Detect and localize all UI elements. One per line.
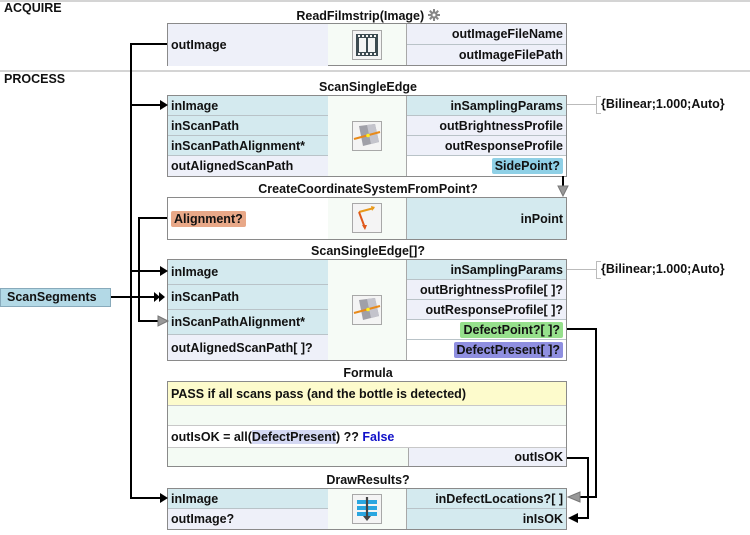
port-inSamplingParams[interactable]: inSamplingParams xyxy=(407,96,566,116)
defectpresent-tag: DefectPresent[ ]? xyxy=(453,342,563,358)
param-connector-2 xyxy=(567,269,596,270)
port-inDefectLocations[interactable]: inDefectLocations?[ ] xyxy=(407,489,566,509)
alignment-tag: Alignment? xyxy=(171,210,246,227)
param-connector xyxy=(567,104,596,105)
wire-alignment xyxy=(138,217,167,322)
formula-expression[interactable]: outIsOK = all(DefectPresent) ?? False xyxy=(168,426,566,448)
port-outImageFileName[interactable]: outImageFileName xyxy=(407,24,566,45)
wire-outImage-trunk xyxy=(130,43,167,499)
scan-segments-input[interactable]: ScanSegments xyxy=(0,288,111,307)
node-scan-single-edge[interactable]: inImage inScanPath inScanPathAlignment* … xyxy=(167,95,567,177)
sampling-params-value[interactable]: {Bilinear;1.000;Auto} xyxy=(601,97,725,111)
node-title-create-coord: CreateCoordinateSystemFromPoint? xyxy=(258,182,478,196)
filmstrip-icon xyxy=(352,30,382,60)
port-DefectPresent[interactable]: DefectPresent[ ]? xyxy=(407,340,566,360)
port-outBrightnessProfile-2[interactable]: outBrightnessProfile[ ]? xyxy=(407,280,566,300)
section-acquire: ACQUIRE xyxy=(4,1,62,15)
formula-var-defectpresent: DefectPresent xyxy=(251,429,336,444)
port-inImage[interactable]: inImage xyxy=(168,96,328,116)
scan-edge-icon xyxy=(352,121,382,151)
port-outIsOK[interactable]: outIsOK xyxy=(408,448,566,466)
port-inScanPath-2[interactable]: inScanPath xyxy=(168,285,328,310)
node-draw-results[interactable]: inImage outImage? inDefectLocations?[ ] … xyxy=(167,488,567,530)
draw-results-icon xyxy=(352,494,382,524)
node-title-formula: Formula xyxy=(343,366,393,380)
arrow-scan-segments-2 xyxy=(159,292,165,302)
port-outBrightnessProfile[interactable]: outBrightnessProfile xyxy=(407,116,566,136)
process-separator xyxy=(0,70,750,72)
port-inImage-3[interactable]: inImage xyxy=(168,489,328,509)
wire-outisok xyxy=(567,457,589,519)
arrow-inDefectLocations-head xyxy=(566,491,581,503)
param-bracket-2 xyxy=(596,261,601,279)
port-SidePoint[interactable]: SidePoint? xyxy=(407,156,566,176)
formula-keyword: False xyxy=(362,429,395,444)
param-bracket xyxy=(596,96,601,114)
gear-icon[interactable] xyxy=(427,9,440,24)
port-outAlignedScanPath-2[interactable]: outAlignedScanPath[ ]? xyxy=(168,335,328,360)
port-inScanPathAlignment[interactable]: inScanPathAlignment* xyxy=(168,136,328,156)
port-DefectPoint[interactable]: DefectPoint?[ ]? xyxy=(407,320,566,340)
formula-comment: PASS if all scans pass (and the bottle i… xyxy=(168,382,566,406)
port-outImage[interactable]: outImage xyxy=(168,24,328,66)
formula-blank-row xyxy=(168,406,566,426)
port-outResponseProfile-2[interactable]: outResponseProfile[ ]? xyxy=(407,300,566,320)
formula-output-row: outIsOK xyxy=(168,448,566,466)
node-title-scan-single-edge: ScanSingleEdge xyxy=(319,80,417,94)
port-outAlignedScanPath[interactable]: outAlignedScanPath xyxy=(168,156,328,176)
wire-defectpoint xyxy=(567,328,597,498)
port-outResponseProfile[interactable]: outResponseProfile xyxy=(407,136,566,156)
coordinate-system-icon xyxy=(352,203,382,233)
scan-edge-icon xyxy=(352,295,382,325)
section-process: PROCESS xyxy=(4,72,66,86)
node-title-scan-single-edge-array: ScanSingleEdge[]? xyxy=(311,244,425,258)
sidepoint-tag: SidePoint? xyxy=(491,158,563,174)
sampling-params-value-2[interactable]: {Bilinear;1.000;Auto} xyxy=(601,262,725,276)
port-Alignment[interactable]: Alignment? xyxy=(168,198,328,239)
defectpoint-tag: DefectPoint?[ ]? xyxy=(460,321,563,338)
port-inSamplingParams-2[interactable]: inSamplingParams xyxy=(407,260,566,280)
port-inIsOK[interactable]: inIsOK xyxy=(407,509,566,529)
arrow-inDefectLocations xyxy=(568,492,578,502)
port-inPoint[interactable]: inPoint xyxy=(407,198,566,239)
arrow-scan-segments-1 xyxy=(154,292,160,302)
node-formula[interactable]: PASS if all scans pass (and the bottle i… xyxy=(167,381,567,467)
arrow-inIsOK xyxy=(568,513,578,523)
port-inScanPathAlignment-2[interactable]: inScanPathAlignment* xyxy=(168,310,328,335)
node-title-draw-results: DrawResults? xyxy=(326,473,410,487)
port-outImageFilePath[interactable]: outImageFilePath xyxy=(407,45,566,65)
acquire-separator xyxy=(0,0,750,2)
node-scan-single-edge-array[interactable]: inImage inScanPath inScanPathAlignment* … xyxy=(167,259,567,361)
port-inImage-2[interactable]: inImage xyxy=(168,260,328,285)
node-title-read-filmstrip: ReadFilmstrip(Image) xyxy=(168,9,568,24)
node-read-filmstrip[interactable]: outImage outImageFileName outImageFilePa… xyxy=(167,23,567,66)
port-outImage-3[interactable]: outImage? xyxy=(168,509,328,529)
node-create-coord[interactable]: Alignment? inPoint xyxy=(167,197,567,240)
port-inScanPath[interactable]: inScanPath xyxy=(168,116,328,136)
